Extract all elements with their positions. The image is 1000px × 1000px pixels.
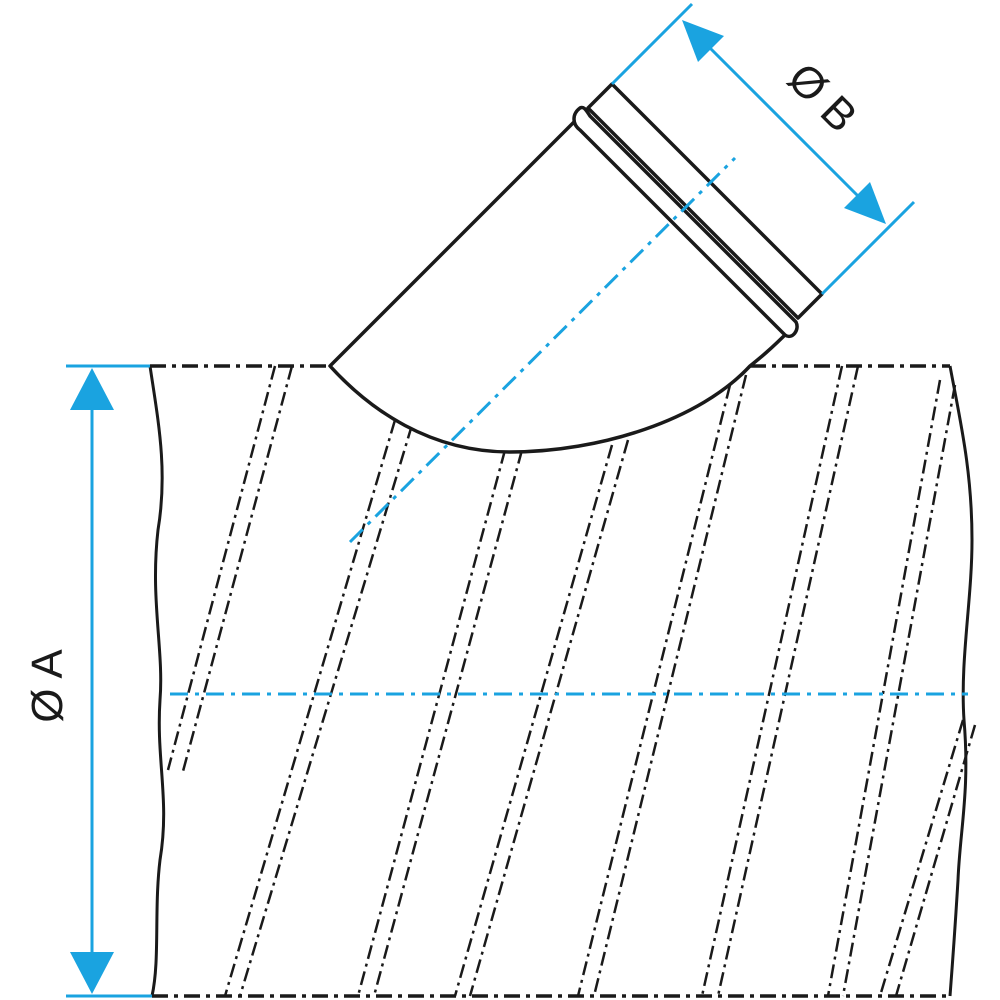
- spiral-seams: [166, 365, 977, 997]
- spiral-seam: [223, 419, 397, 997]
- spiral-seam: [372, 449, 524, 997]
- spiral-seam: [841, 384, 957, 997]
- spiral-seam: [700, 365, 844, 997]
- center-lines: [170, 156, 968, 696]
- dimension-arrowhead-icon: [70, 368, 114, 410]
- dimension-b-line: [698, 36, 870, 208]
- main-duct: [148, 364, 977, 998]
- spiral-seam: [894, 724, 977, 997]
- spiral-seam: [356, 449, 507, 997]
- main-duct-left-break: [148, 365, 166, 997]
- spiral-seam: [716, 365, 860, 997]
- spiral-seam: [576, 384, 732, 997]
- dimension-arrowhead-icon: [70, 952, 114, 994]
- spiral-seam: [238, 424, 414, 997]
- spiral-seam: [166, 365, 277, 771]
- main-duct-right-break: [948, 365, 974, 997]
- dimension-b: [610, 2, 916, 296]
- spiral-seam: [180, 365, 294, 776]
- spiral-seam: [453, 444, 614, 997]
- dimension-arrowhead-icon: [844, 182, 886, 224]
- dimension-b-extension-bottom: [820, 200, 916, 296]
- spiral-seam: [826, 379, 942, 997]
- branch-bead-ring: [572, 105, 799, 338]
- dimension-a: [66, 364, 152, 998]
- dimension-arrowhead-icon: [682, 20, 724, 62]
- dimension-b-extension-top: [610, 2, 694, 86]
- spiral-seam: [592, 374, 748, 997]
- spiral-seam: [878, 719, 965, 997]
- branch-fitting: [328, 82, 824, 454]
- spiral-seam: [468, 439, 630, 997]
- branch-body: [328, 116, 792, 454]
- dimension-a-label: Ø A: [23, 649, 72, 723]
